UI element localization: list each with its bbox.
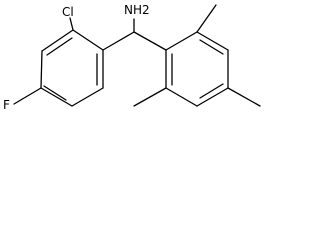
methyl-top-bond xyxy=(196,4,217,33)
bond xyxy=(133,31,167,51)
right-benzene-ring xyxy=(165,31,229,107)
bond xyxy=(196,31,229,51)
methyl-bottom-bond xyxy=(133,87,167,107)
chlorine-label: Cl xyxy=(62,5,74,19)
bond xyxy=(41,29,74,52)
c-cl-bond xyxy=(69,17,74,31)
c-f-bond xyxy=(13,87,42,105)
bond xyxy=(40,87,73,107)
chemical-structure: Cl NH2 F xyxy=(3,3,261,112)
left-benzene-ring xyxy=(40,29,104,107)
bond xyxy=(40,50,43,89)
bond xyxy=(71,87,104,107)
bond xyxy=(72,29,104,51)
structure-canvas: Cl NH2 F xyxy=(3,3,261,112)
amine-label: NH2 xyxy=(124,3,150,17)
bond xyxy=(43,85,67,101)
fluorine-label: F xyxy=(3,98,10,112)
methyl-para-bond xyxy=(227,87,261,107)
bond xyxy=(199,39,224,55)
bond xyxy=(165,87,198,107)
bond xyxy=(199,83,224,99)
bond xyxy=(102,31,135,51)
bond xyxy=(165,31,198,51)
bond xyxy=(196,87,229,107)
bond xyxy=(46,37,73,56)
